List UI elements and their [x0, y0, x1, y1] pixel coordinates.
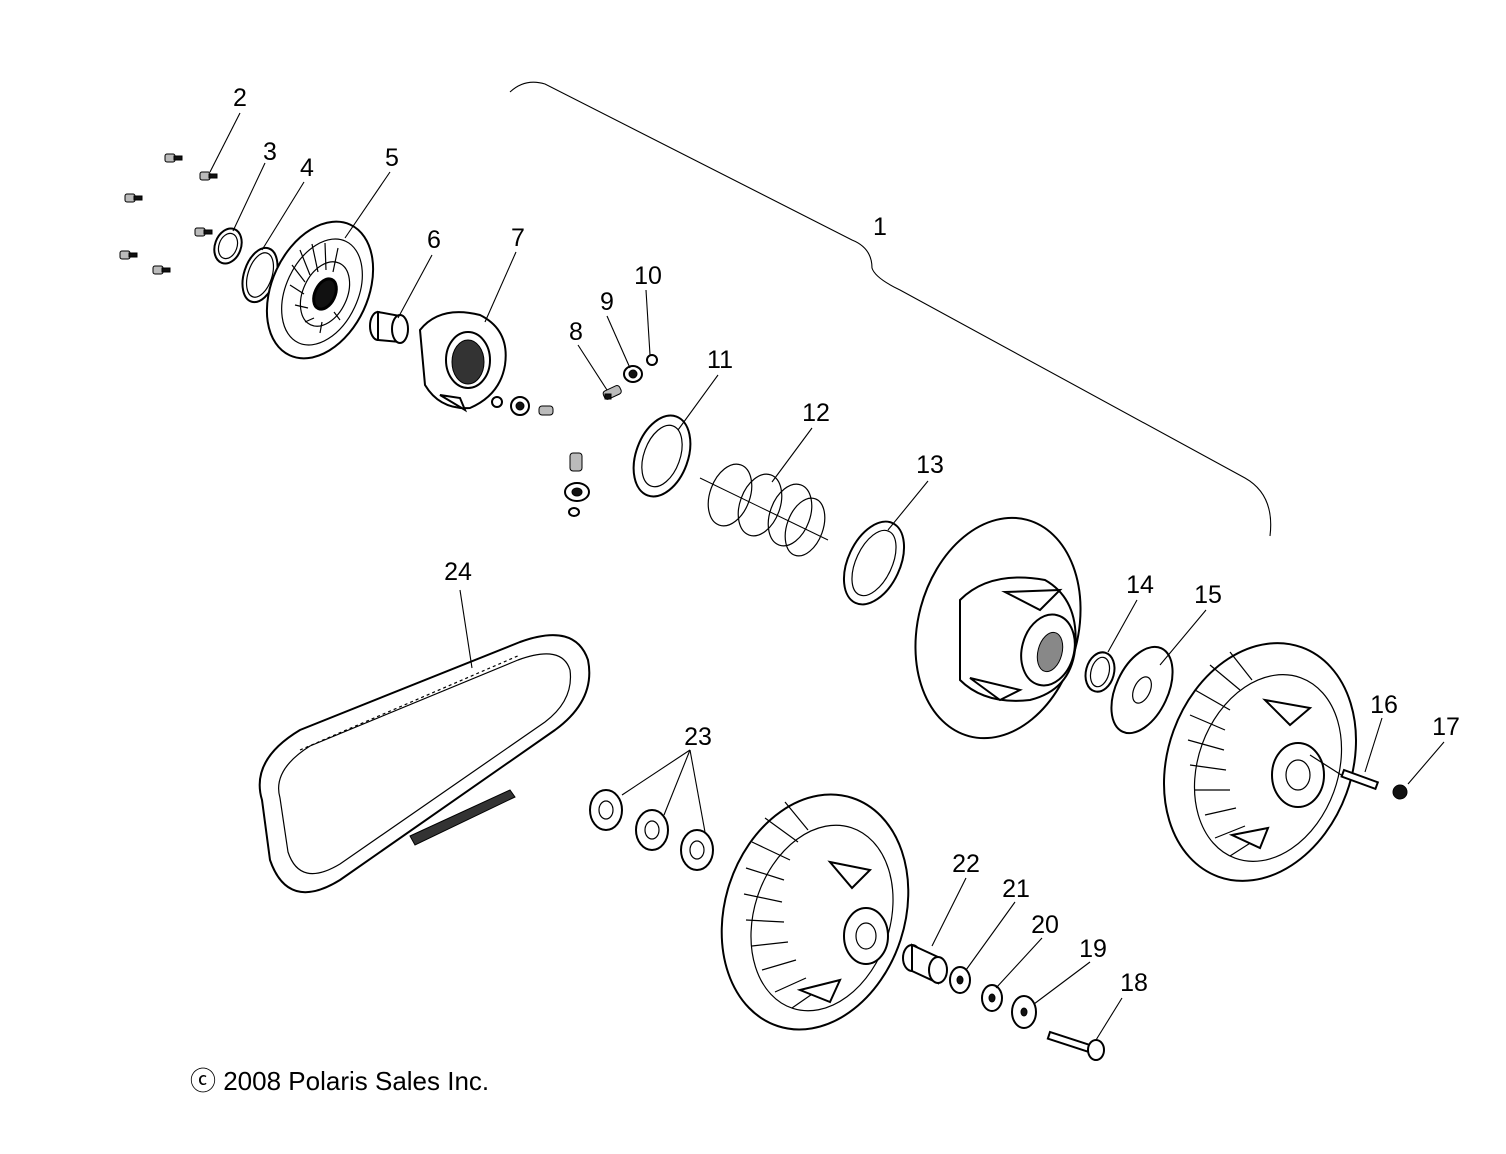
callout-3: 3: [263, 138, 277, 166]
callout-23: 23: [684, 723, 712, 751]
callout-8: 8: [569, 318, 583, 346]
callout-20: 20: [1031, 911, 1059, 939]
callout-24: 24: [444, 558, 472, 586]
assembly-bracket: [509, 81, 1272, 537]
callout-14: 14: [1126, 571, 1154, 599]
callout-12: 12: [802, 399, 830, 427]
callout-19: 19: [1079, 935, 1107, 963]
snap-ring: [213, 227, 243, 265]
bushing-14: [1084, 651, 1116, 693]
callout-2: 2: [233, 84, 247, 112]
callout-21: 21: [1002, 875, 1030, 903]
callout-17: 17: [1432, 713, 1460, 741]
washer-19: [1011, 995, 1037, 1029]
bushing-22: [902, 943, 948, 985]
callout-15: 15: [1194, 581, 1222, 609]
spider-assembly-7: [418, 311, 554, 416]
callout-16: 16: [1370, 691, 1398, 719]
roller-9: [623, 365, 643, 383]
pin-16: [1309, 754, 1380, 791]
roller-set: [564, 452, 590, 517]
seal-11: [632, 414, 692, 498]
callout-22: 22: [952, 850, 980, 878]
callout-6: 6: [427, 226, 441, 254]
screw-set: [119, 153, 218, 275]
leader-lines: [209, 112, 1445, 1041]
callout-18: 18: [1120, 969, 1148, 997]
pin-8: [602, 385, 622, 400]
bolt-18: [1046, 1030, 1105, 1061]
fixed-sheave-bottom: [720, 793, 910, 1031]
washer-set-23: [589, 789, 714, 871]
callout-1: 1: [873, 213, 887, 241]
washer-15: [1110, 645, 1174, 735]
callout-9: 9: [600, 288, 614, 316]
ring-13: [842, 520, 906, 606]
callout-7: 7: [511, 224, 525, 252]
callout-labels: 1 2 3 4 5 6 7 8 9 10 11 12 13 14 15 16 1…: [233, 84, 1460, 997]
cover-plate-5: [265, 220, 375, 360]
fixed-sheave-right: [1163, 642, 1357, 882]
callout-11: 11: [707, 346, 733, 374]
drive-belt-24: [258, 634, 591, 894]
bushing-6: [369, 310, 409, 344]
washer-10: [646, 354, 658, 366]
washer-20: [981, 984, 1003, 1012]
washer-21: [949, 966, 971, 994]
callout-5: 5: [385, 144, 399, 172]
copyright-notice: ⓒ 2008 Polaris Sales Inc.: [190, 1066, 489, 1096]
spring-12: [699, 463, 829, 557]
callout-4: 4: [300, 154, 314, 182]
callout-10: 10: [634, 262, 662, 290]
nut-17: [1392, 784, 1408, 800]
movable-sheave: [914, 516, 1082, 740]
callout-13: 13: [916, 451, 944, 479]
